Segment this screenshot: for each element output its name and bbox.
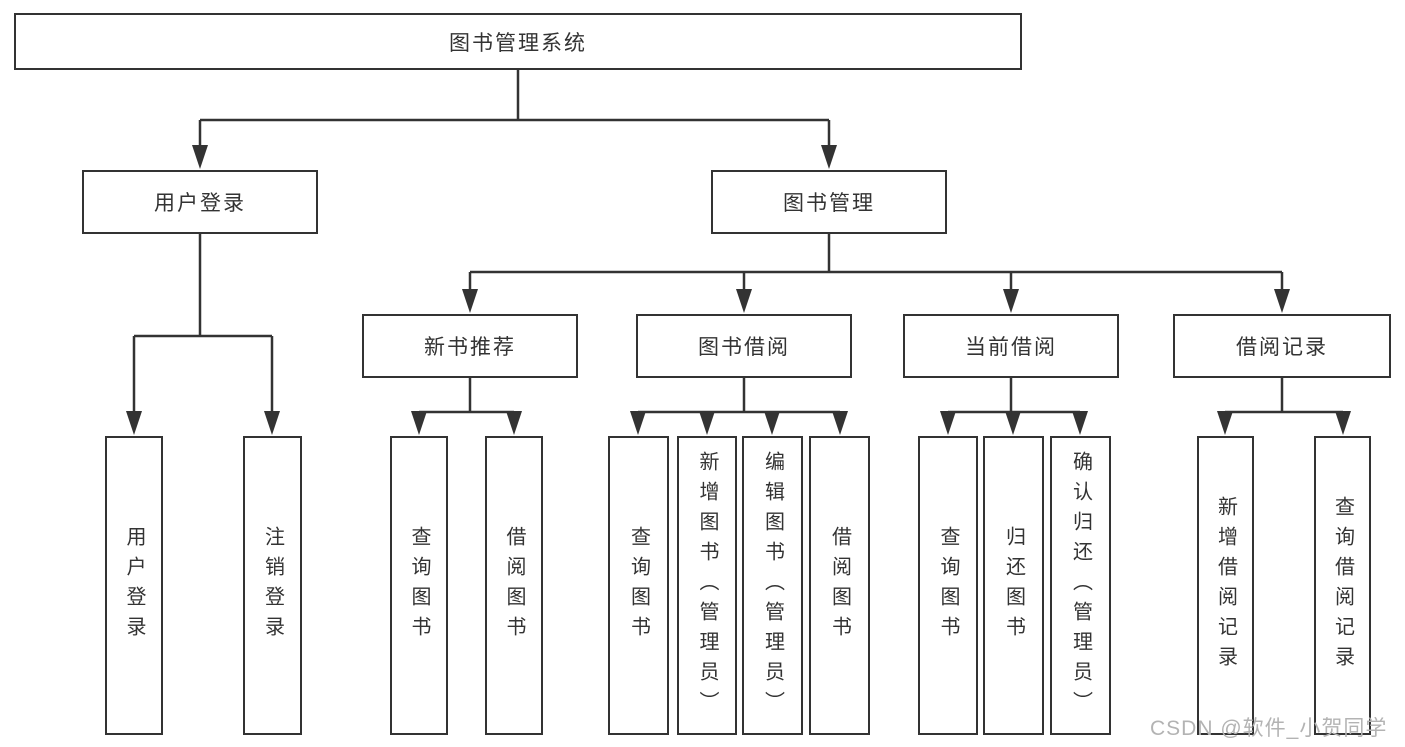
node-borrowing-records: 借阅记录 [1173, 314, 1391, 378]
leaf-confirm-return-admin: 确认归还（管理员） [1050, 436, 1111, 735]
leaf-borrow-books: 借阅图书 [485, 436, 543, 735]
node-user-login: 用户登录 [82, 170, 318, 234]
leaf-add-borrow-record: 新增借阅记录 [1197, 436, 1254, 735]
leaf-return-books: 归还图书 [983, 436, 1044, 735]
leaf-query-books: 查询图书 [390, 436, 448, 735]
leaf-edit-books-admin: 编辑图书（管理员） [742, 436, 803, 735]
leaf-query-borrow-record: 查询借阅记录 [1314, 436, 1371, 735]
node-new-book-recommendation: 新书推荐 [362, 314, 578, 378]
leaf-logout: 注销登录 [243, 436, 302, 735]
node-book-management: 图书管理 [711, 170, 947, 234]
leaf-add-books-admin: 新增图书（管理员） [677, 436, 737, 735]
csdn-watermark: CSDN @软件_小贺同学 [1150, 717, 1388, 740]
leaf-query-books: 查询图书 [608, 436, 669, 735]
leaf-query-books: 查询图书 [918, 436, 978, 735]
node-root: 图书管理系统 [14, 13, 1022, 70]
node-book-borrowing: 图书借阅 [636, 314, 852, 378]
leaf-user-login: 用户登录 [105, 436, 163, 735]
node-current-borrowing: 当前借阅 [903, 314, 1119, 378]
leaf-borrow-books: 借阅图书 [809, 436, 870, 735]
